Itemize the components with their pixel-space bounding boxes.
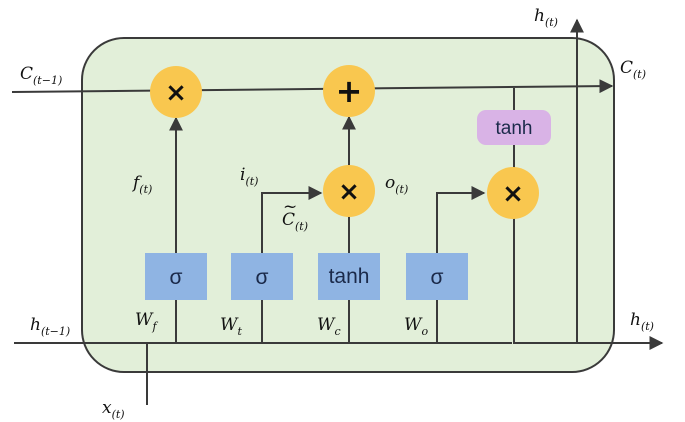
forget-signal-label: f(t) [131, 173, 152, 196]
hidden-state-output-sub: (t) [641, 320, 654, 333]
candidate-gate-symbol: tanh [329, 265, 370, 288]
cell-state-input-label: C(t−1) [20, 64, 62, 87]
forget-gate: σ [145, 253, 207, 300]
input-gate-symbol: σ [256, 266, 269, 289]
input-multiply-operator: × [323, 165, 375, 217]
input-signal-base: i [240, 165, 245, 185]
output-multiply-circle [487, 167, 539, 219]
forget-multiply-symbol: × [165, 78, 187, 108]
output-tanh-box [477, 110, 551, 145]
output-weight-sub: o [421, 325, 428, 338]
cell-add-symbol: + [336, 72, 363, 110]
cell-state-output-label: C(t) [620, 58, 646, 81]
hidden-state-input-label: h(t−1) [30, 315, 70, 338]
x-input-label: x(t) [102, 398, 125, 421]
input-signal-sub: (t) [245, 175, 258, 188]
x-input-base: x [102, 398, 112, 418]
hidden-state-top-sub: (t) [545, 16, 558, 29]
forget-weight-base: W [135, 310, 154, 330]
output-tanh-label: tanh [496, 118, 533, 139]
candidate-gate: tanh [318, 253, 380, 300]
candidate-signal-sub: (t) [295, 220, 308, 233]
input-weight-sub: t [237, 325, 242, 338]
output-gate-arrow [436, 186, 486, 253]
hidden-state-output-base: h [630, 310, 641, 330]
output-multiply-symbol: × [502, 179, 524, 209]
candidate-weight-label: Wc [317, 315, 341, 338]
candidate-weight-sub: c [334, 325, 340, 338]
input-multiply-symbol: × [338, 177, 360, 207]
hidden-state-input-sub: (t−1) [41, 325, 70, 338]
candidate-gate-box [318, 253, 380, 300]
output-signal-base: o [385, 173, 395, 193]
cell-state-output-base: C [620, 58, 633, 78]
forget-weight-label: Wf [135, 310, 158, 333]
hidden-state-output-label: h(t) [630, 310, 654, 333]
input-weight-base: W [220, 315, 239, 335]
cell-state-input-base: C [20, 64, 33, 84]
forget-multiply-operator: × [150, 66, 202, 118]
output-signal-label: o(t) [385, 173, 408, 196]
hidden-state-top-base: h [534, 6, 545, 26]
x-input-sub: (t) [112, 408, 125, 421]
output-multiply-operator: × [487, 167, 539, 219]
forget-gate-symbol: σ [170, 266, 183, 289]
input-gate-arrow [261, 186, 323, 253]
forget-signal-base: f [131, 173, 142, 193]
output-gate-symbol: σ [431, 266, 444, 289]
candidate-signal-label: C(t) [282, 210, 308, 233]
candidate-signal-base: C [282, 210, 295, 230]
forget-multiply-circle [150, 66, 202, 118]
forget-signal-sub: (t) [139, 183, 152, 196]
output-signal-sub: (t) [395, 183, 408, 196]
output-gate: σ [406, 253, 468, 300]
input-gate: σ [231, 253, 293, 300]
cell-state-output-sub: (t) [633, 68, 646, 81]
output-tanh: tanh [477, 110, 551, 145]
input-multiply-circle [323, 165, 375, 217]
candidate-weight-base: W [317, 315, 336, 335]
hidden-state-input-base: h [30, 315, 41, 335]
output-weight-base: W [404, 315, 423, 335]
cell-add-operator: + [323, 65, 375, 117]
forget-gate-box [145, 253, 207, 300]
candidate-signal-tilde: ~ [283, 197, 297, 217]
input-gate-box [231, 253, 293, 300]
cell-add-circle [323, 65, 375, 117]
output-gate-box [406, 253, 468, 300]
hidden-state-top-label: h(t) [534, 6, 558, 29]
input-weight-label: Wt [220, 315, 242, 338]
input-signal-label: i(t) [240, 165, 258, 188]
cell-state-line [11, 79, 614, 94]
cell-state-input-sub: (t−1) [33, 74, 62, 87]
forget-weight-sub: f [151, 320, 158, 333]
output-weight-label: Wo [404, 315, 428, 338]
output-product-line [513, 217, 664, 350]
